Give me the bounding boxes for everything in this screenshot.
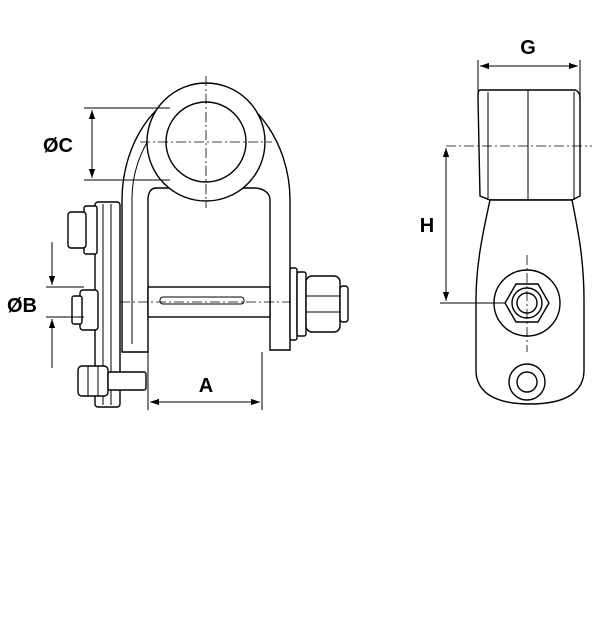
clevis-jaw-front <box>477 89 581 201</box>
nut <box>305 275 341 333</box>
dim-label-b: ØB <box>7 295 37 317</box>
dim-label-c: ØC <box>43 135 73 157</box>
dim-label-h: H <box>420 215 434 237</box>
dim-label-a: A <box>199 375 213 397</box>
washer <box>289 267 298 341</box>
side-view: ØC ØB A <box>7 76 349 410</box>
front-view: G H <box>420 37 592 405</box>
dim-label-g: G <box>520 37 536 59</box>
lower-bolt <box>77 365 109 397</box>
